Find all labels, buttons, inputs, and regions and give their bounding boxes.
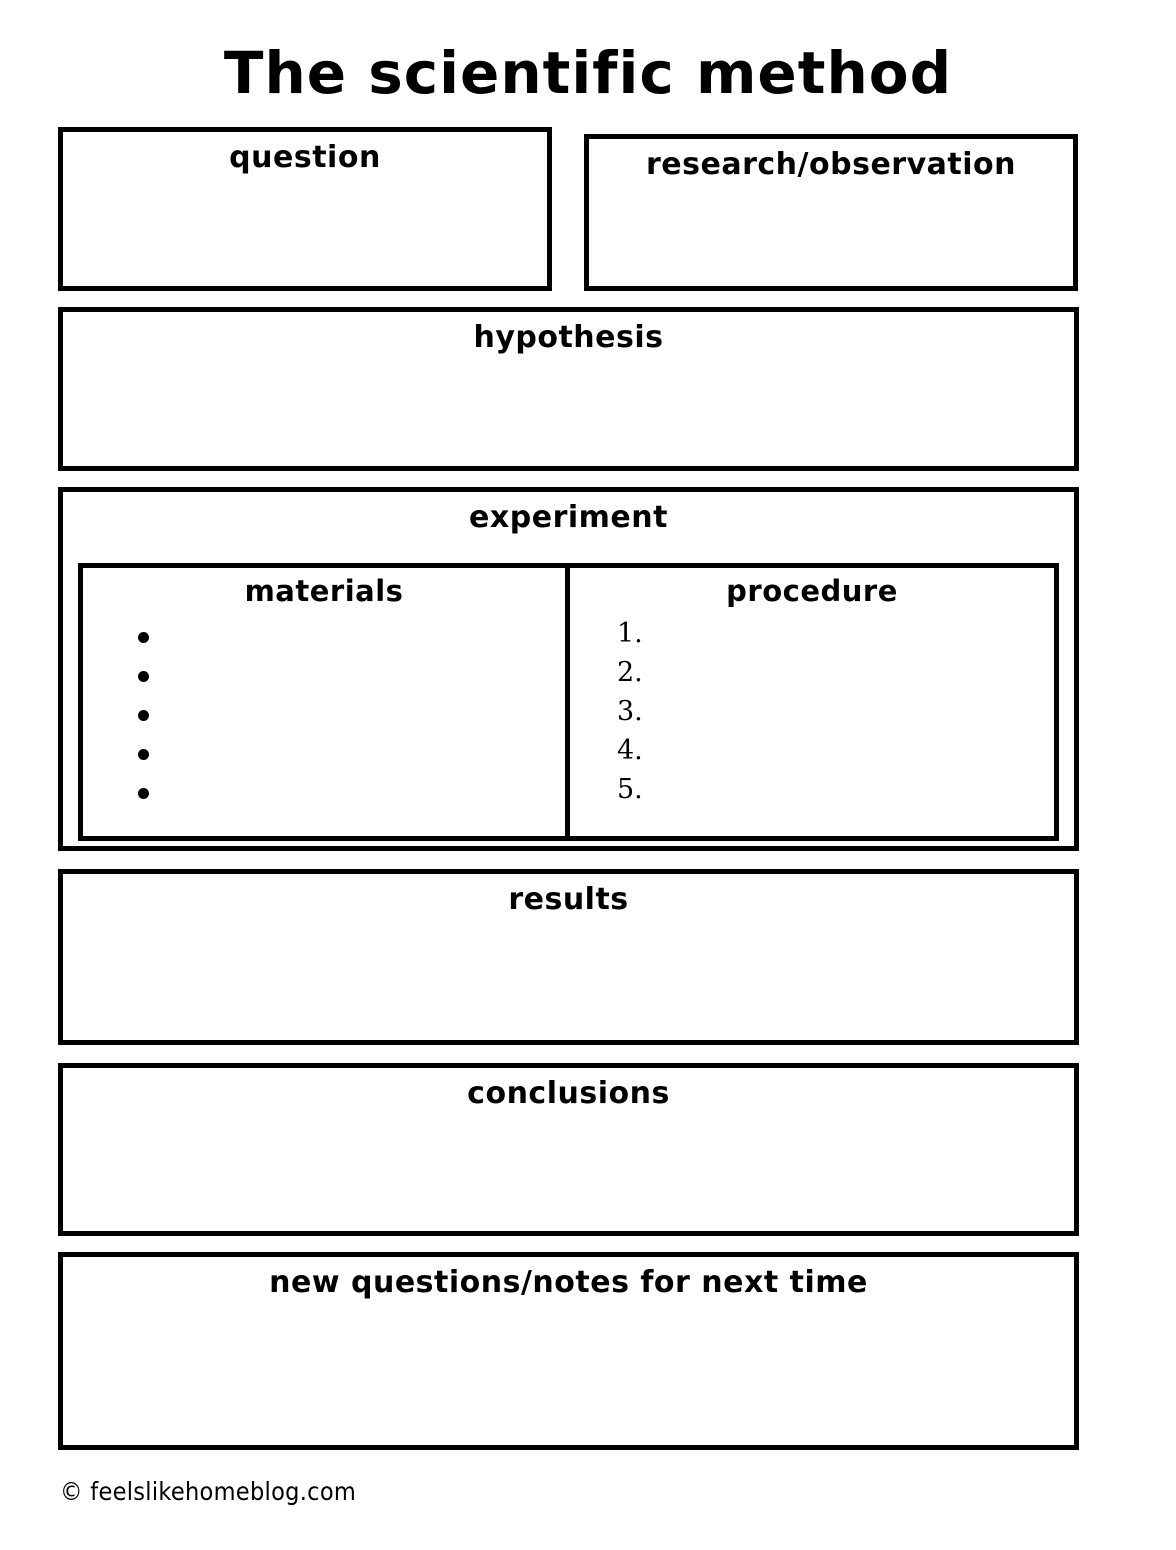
footer-credit: © feelslikehomeblog.com [60,1477,357,1506]
list-item[interactable] [138,734,149,773]
list-item[interactable]: 3. [617,692,643,731]
question-box-title: question [229,140,381,175]
list-item[interactable] [138,617,149,656]
list-item[interactable] [138,656,149,695]
research-observation-box[interactable]: research/observation [584,134,1078,291]
bullet-icon [138,710,149,721]
hypothesis-box[interactable]: hypothesis [58,307,1079,471]
bullet-icon [138,671,149,682]
list-item[interactable]: 4. [617,731,643,770]
materials-column[interactable]: materials [83,568,570,836]
experiment-inner-panel: materials procedure 1. 2. 3. 4. 5. [78,563,1059,841]
materials-title: materials [244,574,404,608]
list-item[interactable] [138,695,149,734]
procedure-list: 1. 2. 3. 4. 5. [617,614,643,809]
bullet-icon [138,788,149,799]
step-number: 1. [617,618,643,649]
step-number: 5. [617,774,643,805]
hypothesis-box-title: hypothesis [473,320,664,355]
list-item[interactable]: 5. [617,770,643,809]
page-title: The scientific method [223,39,953,107]
research-observation-box-title: research/observation [646,147,1016,182]
question-box[interactable]: question [58,127,552,291]
results-box-title: results [508,882,629,917]
results-box[interactable]: results [58,869,1079,1045]
new-questions-box-title: new questions/notes for next time [269,1265,868,1300]
list-item[interactable]: 2. [617,653,643,692]
experiment-box-title: experiment [469,500,668,535]
new-questions-box[interactable]: new questions/notes for next time [58,1252,1079,1450]
procedure-title: procedure [726,574,898,608]
step-number: 3. [617,696,643,727]
bullet-icon [138,749,149,760]
step-number: 4. [617,735,643,766]
experiment-box: experiment materials procedure 1. 2. 3. [58,487,1079,851]
step-number: 2. [617,657,643,688]
materials-list [138,617,149,812]
conclusions-box[interactable]: conclusions [58,1063,1079,1236]
conclusions-box-title: conclusions [467,1076,670,1111]
list-item[interactable]: 1. [617,614,643,653]
bullet-icon [138,632,149,643]
procedure-column[interactable]: procedure 1. 2. 3. 4. 5. [570,568,1054,836]
list-item[interactable] [138,773,149,812]
